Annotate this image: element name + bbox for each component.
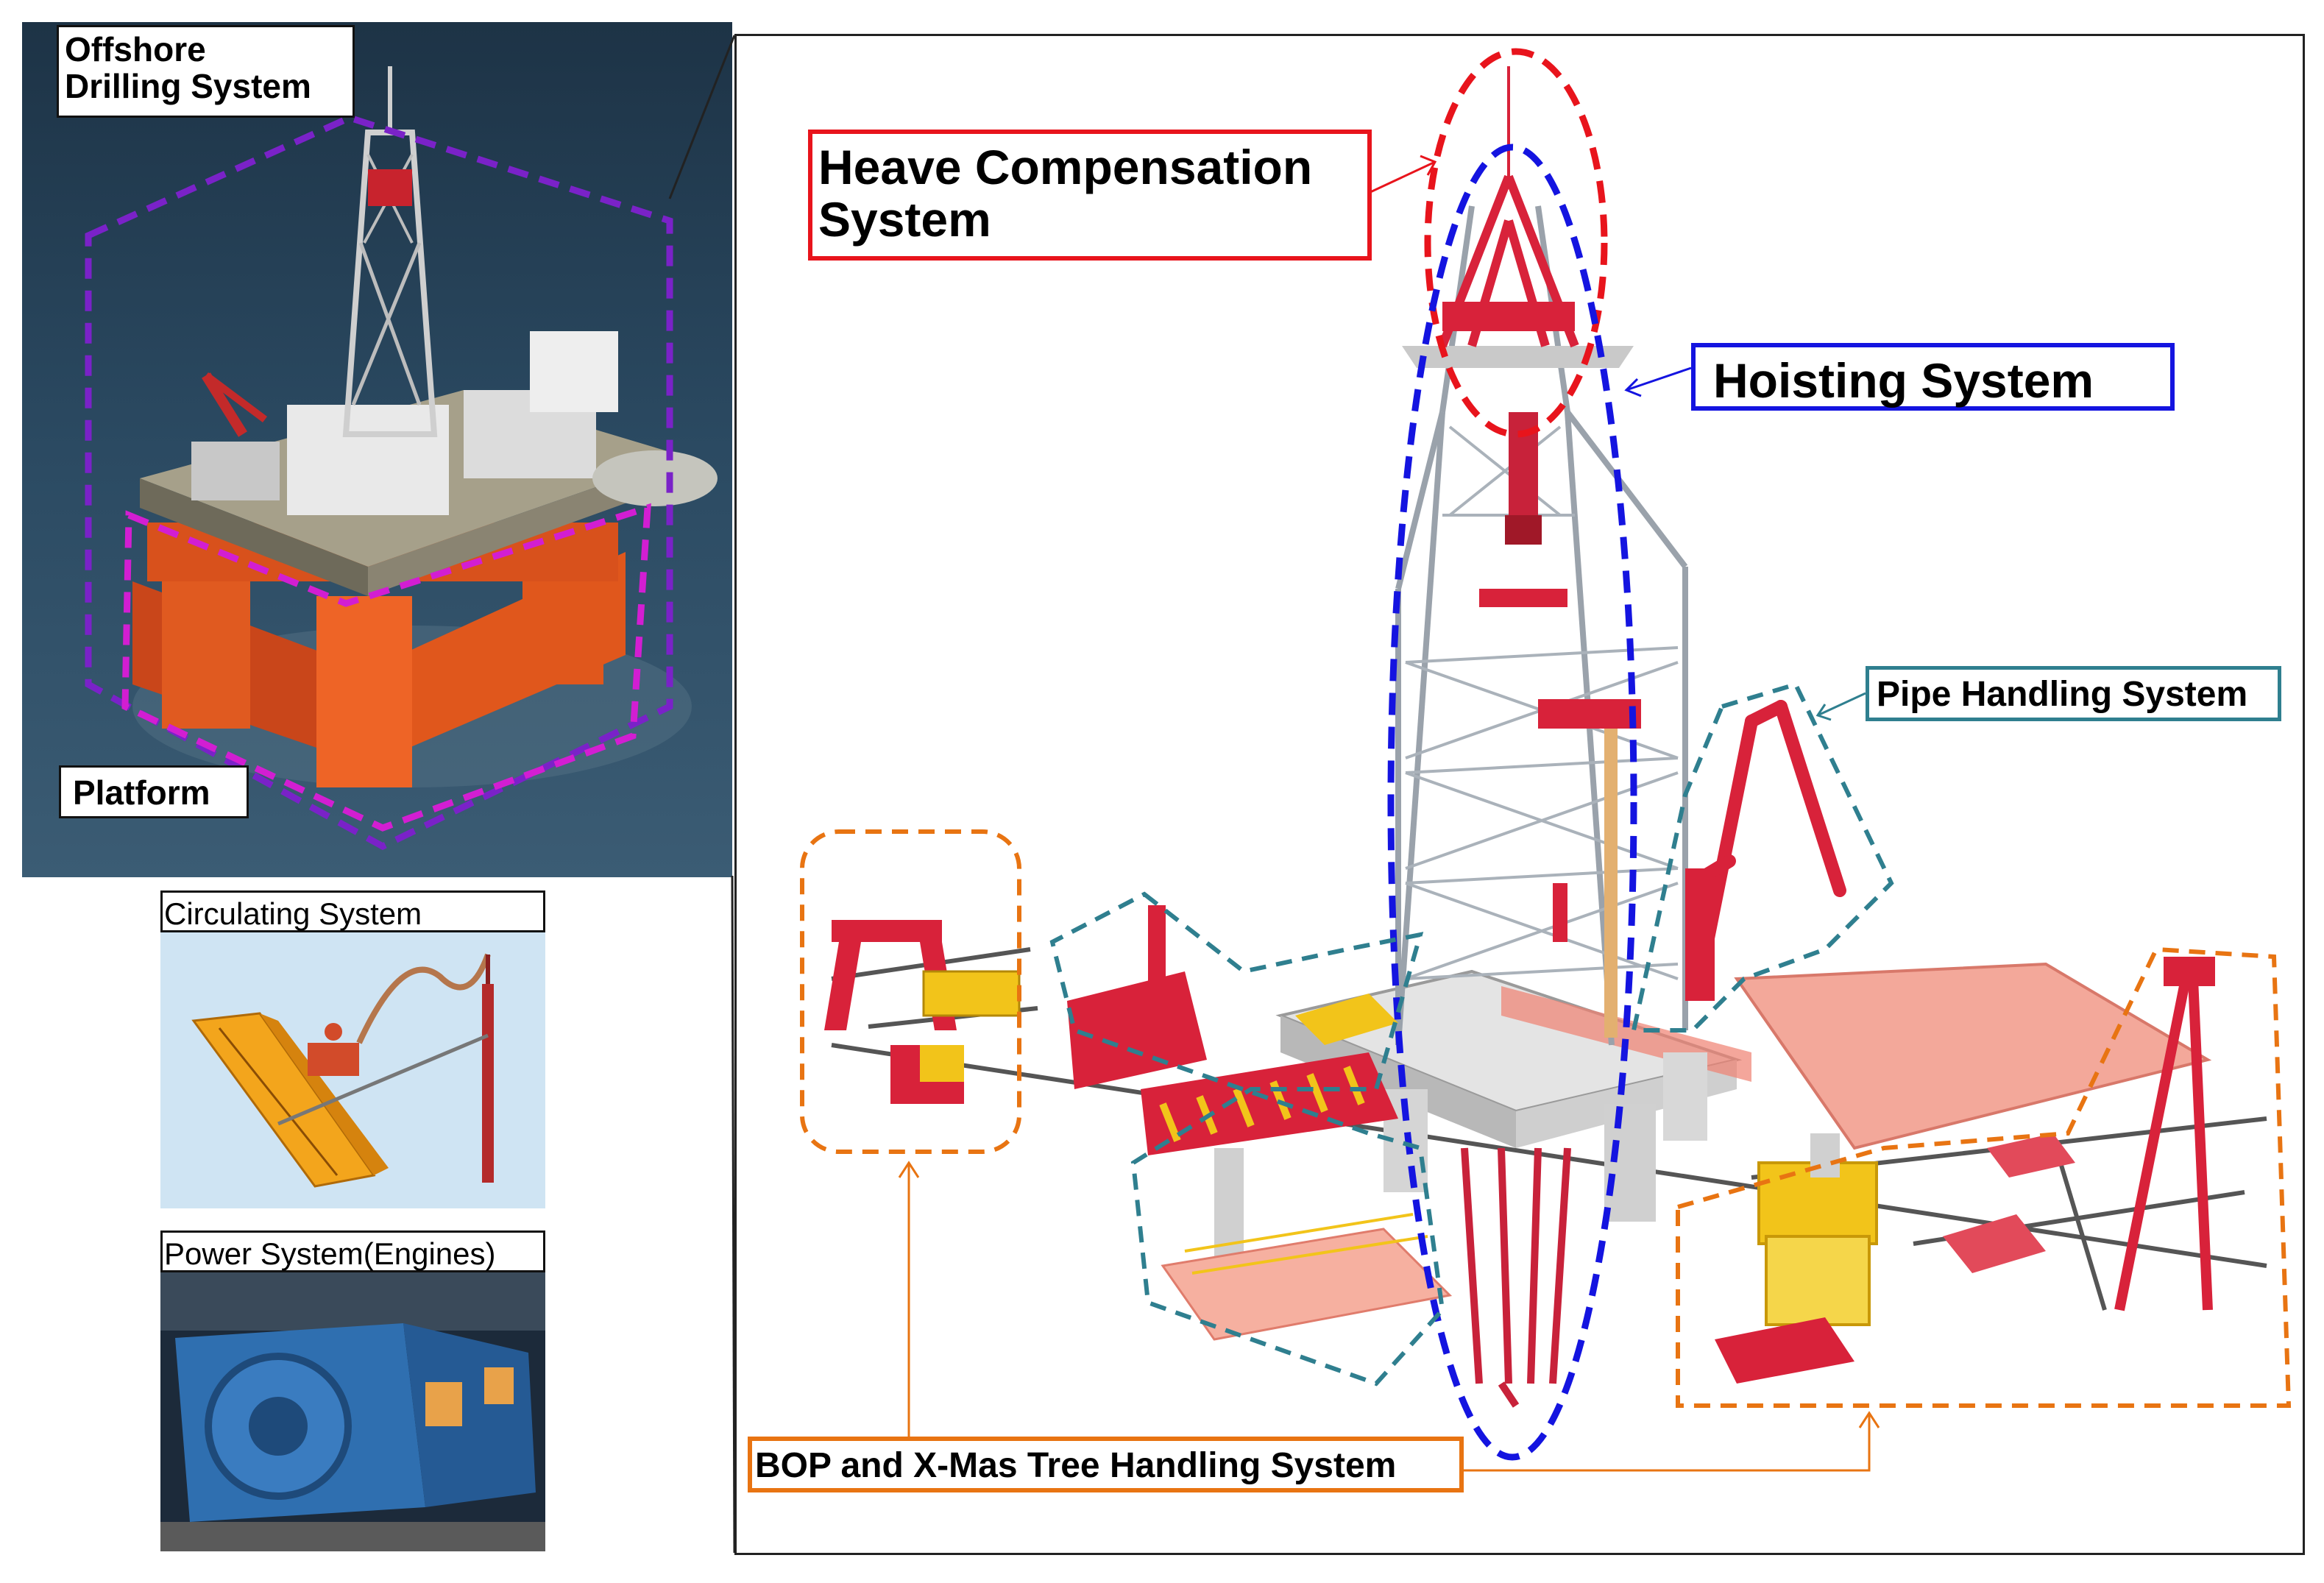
circulating-system-label: Circulating System <box>160 890 545 932</box>
heave-compensation-label: Heave Compensation System <box>808 130 1372 261</box>
bop-label-text: BOP and X-Mas Tree Handling System <box>755 1446 1397 1485</box>
pipe-label-text: Pipe Handling System <box>1877 675 2248 714</box>
circulating-system-schematic-icon <box>160 932 545 1208</box>
offshore-label-line2: Drilling System <box>65 66 311 105</box>
heave-label-line2: System <box>818 192 991 247</box>
hoisting-label-text: Hoisting System <box>1713 353 2094 408</box>
power-label-text: Power System(Engines) <box>164 1236 496 1271</box>
bop-xmas-tree-label: BOP and X-Mas Tree Handling System <box>748 1437 1464 1492</box>
platform-label: Platform <box>59 765 249 818</box>
engine-photo-icon <box>160 1272 545 1551</box>
circulating-label-text: Circulating System <box>164 896 422 931</box>
heave-label-line1: Heave Compensation <box>818 140 1313 194</box>
offshore-label-line1: Offshore <box>65 30 206 68</box>
offshore-rig-photo-icon <box>22 22 732 877</box>
platform-label-text: Platform <box>73 773 210 812</box>
hoisting-system-label: Hoisting System <box>1691 343 2175 411</box>
drilling-floor-panel <box>734 34 2305 1555</box>
offshore-drilling-system-label: Offshore Drilling System <box>57 25 355 118</box>
pipe-handling-label: Pipe Handling System <box>1866 666 2281 721</box>
power-system-label: Power System(Engines) <box>160 1230 545 1272</box>
